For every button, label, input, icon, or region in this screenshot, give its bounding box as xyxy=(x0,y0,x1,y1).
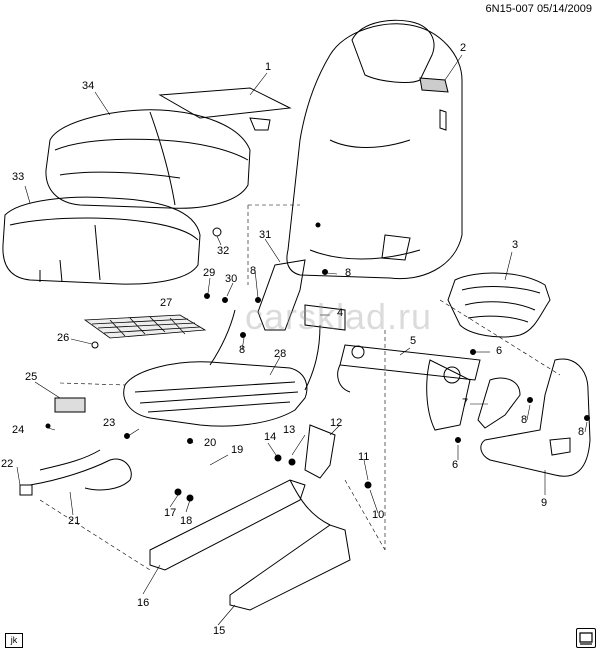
callout-8b: 8 xyxy=(345,267,352,279)
callout-27: 27 xyxy=(160,297,173,309)
callout-6a: 6 xyxy=(496,345,503,357)
callout-5: 5 xyxy=(410,335,417,347)
callout-13: 13 xyxy=(283,424,296,436)
callout-14: 14 xyxy=(264,431,277,443)
callout-9: 9 xyxy=(541,497,548,509)
brackets-part xyxy=(258,260,520,428)
callout-18: 18 xyxy=(180,515,193,527)
trim-panel-part xyxy=(481,359,590,476)
drawing-date: 05/14/2009 xyxy=(536,3,592,15)
callout-26: 26 xyxy=(57,332,70,344)
callout-8c: 8 xyxy=(239,344,246,356)
callout-20: 20 xyxy=(204,437,217,449)
wiring-harness-part xyxy=(20,398,131,495)
bolster-part xyxy=(448,273,550,337)
heat-pad-part xyxy=(160,88,290,130)
callout-6b: 6 xyxy=(452,459,459,471)
drawing-id: 6N15-007 xyxy=(485,3,534,15)
seat-frame-part xyxy=(124,310,320,426)
fasteners-part xyxy=(46,228,590,501)
seat-tracks-part xyxy=(150,480,350,610)
callout-2: 2 xyxy=(460,42,467,54)
callout-12: 12 xyxy=(330,417,343,429)
gm-logo-icon xyxy=(576,628,596,648)
callout-4: 4 xyxy=(337,307,344,319)
callout-21: 21 xyxy=(68,515,81,527)
callout-29: 29 xyxy=(203,267,216,279)
corner-tag: jk xyxy=(5,633,23,648)
callout-8d: 8 xyxy=(521,414,528,426)
callout-17: 17 xyxy=(164,507,177,519)
callout-1: 1 xyxy=(265,61,272,73)
callout-8a: 8 xyxy=(250,265,257,277)
callout-19: 19 xyxy=(231,444,244,456)
callout-23: 23 xyxy=(103,417,116,429)
spring-mat-part xyxy=(85,315,205,338)
callout-10: 10 xyxy=(372,509,385,521)
seatback-part xyxy=(287,20,462,278)
watermark: carsklad.ru xyxy=(245,296,433,337)
callout-22: 22 xyxy=(1,458,14,470)
drawing-header: 6N15-007 05/14/2009 xyxy=(486,3,592,15)
callout-28: 28 xyxy=(274,348,287,360)
callout-31: 31 xyxy=(259,229,272,241)
callout-16: 16 xyxy=(137,597,150,609)
callout-34: 34 xyxy=(82,80,95,92)
cushion-cover-part xyxy=(3,197,200,284)
callout-30: 30 xyxy=(225,273,238,285)
callout-15: 15 xyxy=(213,625,226,637)
callout-7: 7 xyxy=(462,397,469,409)
callout-11: 11 xyxy=(358,451,370,463)
callout-33: 33 xyxy=(12,171,25,183)
cushion-pad-part xyxy=(46,110,250,208)
callout-25: 25 xyxy=(25,371,38,383)
callout-24: 24 xyxy=(12,424,25,436)
callout-3: 3 xyxy=(512,239,519,251)
recliner-part xyxy=(338,345,480,430)
callout-32: 32 xyxy=(217,245,230,257)
motor-part xyxy=(305,425,335,478)
leader-lines xyxy=(17,55,587,625)
callout-8e: 8 xyxy=(578,426,585,438)
